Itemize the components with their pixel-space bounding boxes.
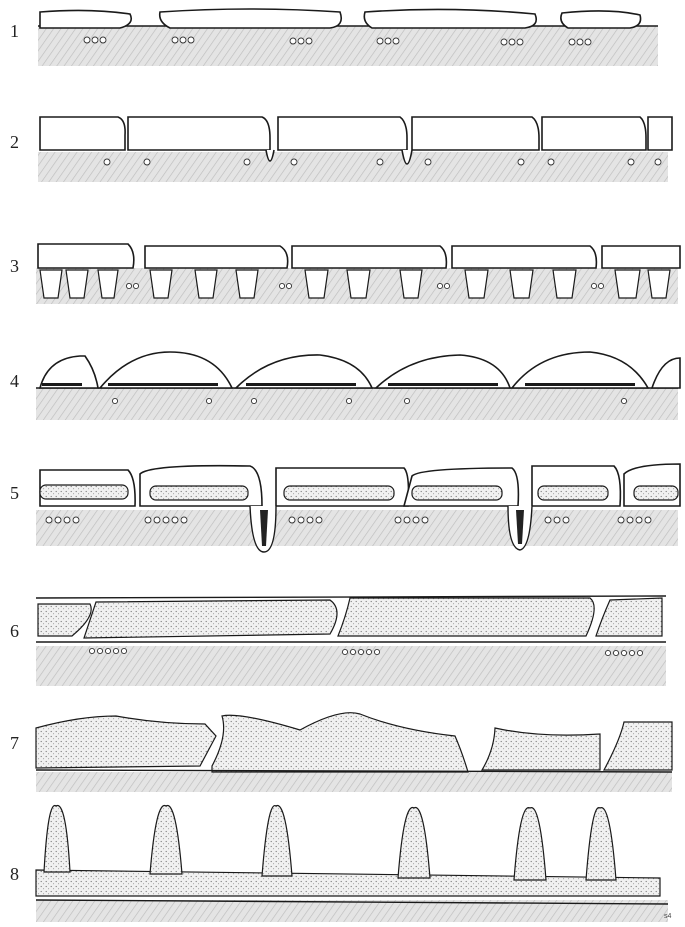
- stage-5-illustration: [36, 464, 680, 552]
- stage-4-illustration: [36, 352, 680, 420]
- row-label-4: 4: [10, 371, 19, 391]
- row-label-5: 5: [10, 483, 19, 503]
- stage-7-illustration: [36, 713, 672, 792]
- row-label-3: 3: [10, 256, 19, 276]
- stage-1-illustration: [38, 9, 658, 66]
- stage-8-illustration: [36, 806, 668, 922]
- row-label-6: 6: [10, 621, 19, 641]
- stage-6-illustration: [36, 596, 666, 686]
- stage-3-illustration: [36, 244, 680, 304]
- stage-2-illustration: [38, 117, 672, 182]
- row-label-1: 1: [10, 21, 19, 41]
- row-label-2: 2: [10, 132, 19, 152]
- artist-signature: s4: [664, 913, 672, 920]
- row-label-7: 7: [10, 733, 19, 753]
- row-label-8: 8: [10, 864, 19, 884]
